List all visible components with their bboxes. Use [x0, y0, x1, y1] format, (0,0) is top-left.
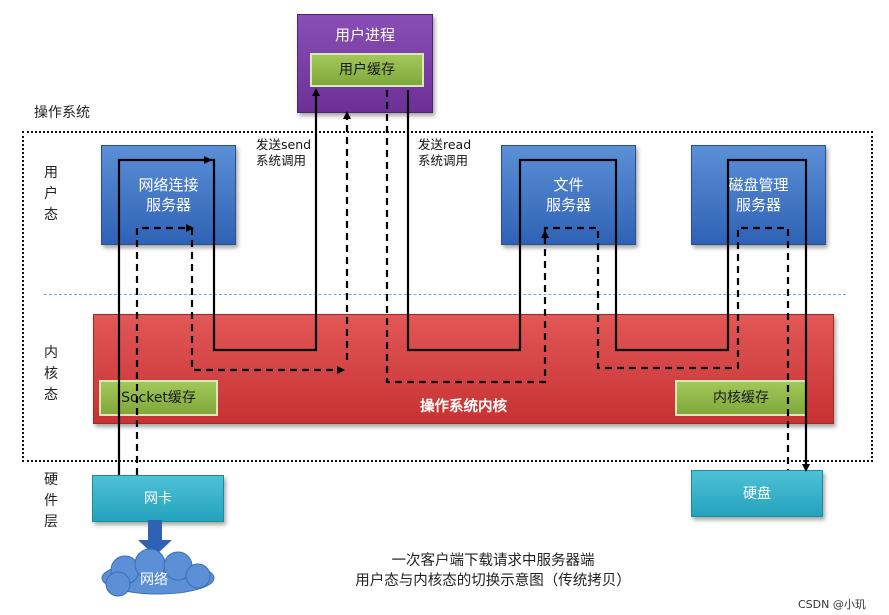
- network-cloud: [101, 548, 215, 597]
- arrow-dashed-net: [135, 224, 194, 475]
- arrow-read-dashed: [385, 90, 790, 470]
- kernel-cache-box: 内核缓存: [675, 380, 807, 416]
- os-label: 操作系统: [34, 105, 90, 121]
- user-mode-label: 用户态: [44, 165, 58, 223]
- user-process-label: 用户进程: [334, 26, 395, 44]
- arrow-dashed-net2: [190, 228, 345, 374]
- arrow-read-dashed-up: [378, 95, 385, 113]
- diagram-caption: 一次客户端下载请求中服务器端 用户态与内核态的切换示意图（传统拷贝）: [355, 553, 631, 589]
- arrow-to-kernel-solid: [210, 88, 320, 352]
- mode-divider: [44, 294, 846, 295]
- os-kernel-label: 操作系统内核: [420, 399, 507, 415]
- kernel-mode-label: 内核态: [44, 345, 58, 403]
- network-label: 网络: [140, 572, 168, 588]
- watermark: CSDN @小玑: [798, 598, 866, 611]
- hardware-label: 硬件层: [44, 472, 58, 530]
- user-cache-box: 用户缓存: [310, 53, 424, 87]
- arrow-send-solid: [117, 156, 212, 475]
- disk-box: 硬盘: [691, 470, 823, 517]
- nic-to-network-arrow: [138, 520, 172, 556]
- os-boundary: [22, 131, 873, 462]
- arrow-read-solid: [406, 90, 810, 472]
- nic-box: 网卡: [92, 475, 224, 522]
